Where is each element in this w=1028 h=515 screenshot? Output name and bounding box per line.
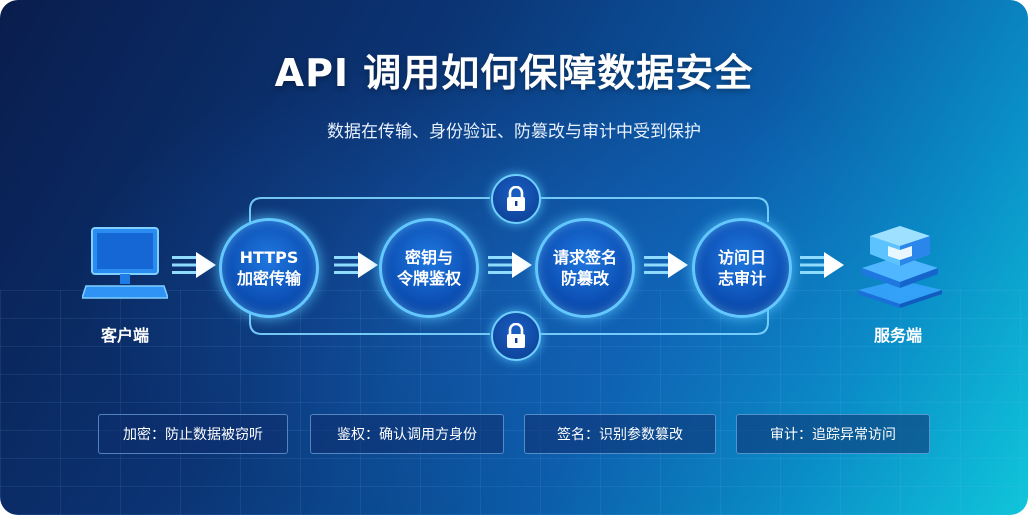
step-line-2: 志审计	[717, 269, 766, 288]
server-stack-icon	[850, 218, 950, 314]
bottom-bracket-line	[249, 310, 769, 335]
step-key-token-auth: 密钥与 令牌鉴权	[379, 218, 479, 318]
computer-icon	[80, 226, 170, 306]
double-arrow-icon-3	[488, 250, 534, 284]
tag-audit: 审计：追踪异常访问	[736, 414, 930, 454]
page-title: API 调用如何保障数据安全	[274, 51, 754, 95]
double-arrow-icon-5	[800, 250, 846, 284]
tag-encryption: 加密：防止数据被窃听	[98, 414, 288, 454]
step-line-2: 加密传输	[236, 269, 301, 288]
client-label: 客户端	[100, 326, 149, 345]
step-line-1: 访问日	[717, 248, 766, 267]
step-line-1: 密钥与	[404, 248, 453, 267]
step-line-2: 防篡改	[560, 269, 609, 288]
step-request-signature: 请求签名 防篡改	[535, 218, 635, 318]
double-arrow-icon-2	[334, 250, 380, 284]
double-arrow-icon-4	[644, 250, 690, 284]
lock-icon-top	[491, 174, 541, 224]
step-line-2: 令牌鉴权	[396, 269, 461, 288]
top-bracket-line	[249, 197, 769, 222]
double-arrow-icon-1	[172, 250, 218, 284]
step-line-1: 请求签名	[552, 248, 617, 267]
tag-authentication: 鉴权：确认调用方身份	[310, 414, 504, 454]
page-subtitle: 数据在传输、身份验证、防篡改与审计中受到保护	[327, 122, 701, 142]
tag-signature: 签名：识别参数篡改	[524, 414, 716, 454]
step-access-log-audit: 访问日 志审计	[692, 218, 792, 318]
lock-icon-bottom	[491, 311, 541, 361]
step-https-encryption: HTTPS 加密传输	[219, 218, 319, 318]
step-line-1: HTTPS	[239, 248, 299, 267]
server-label: 服务端	[873, 326, 922, 345]
